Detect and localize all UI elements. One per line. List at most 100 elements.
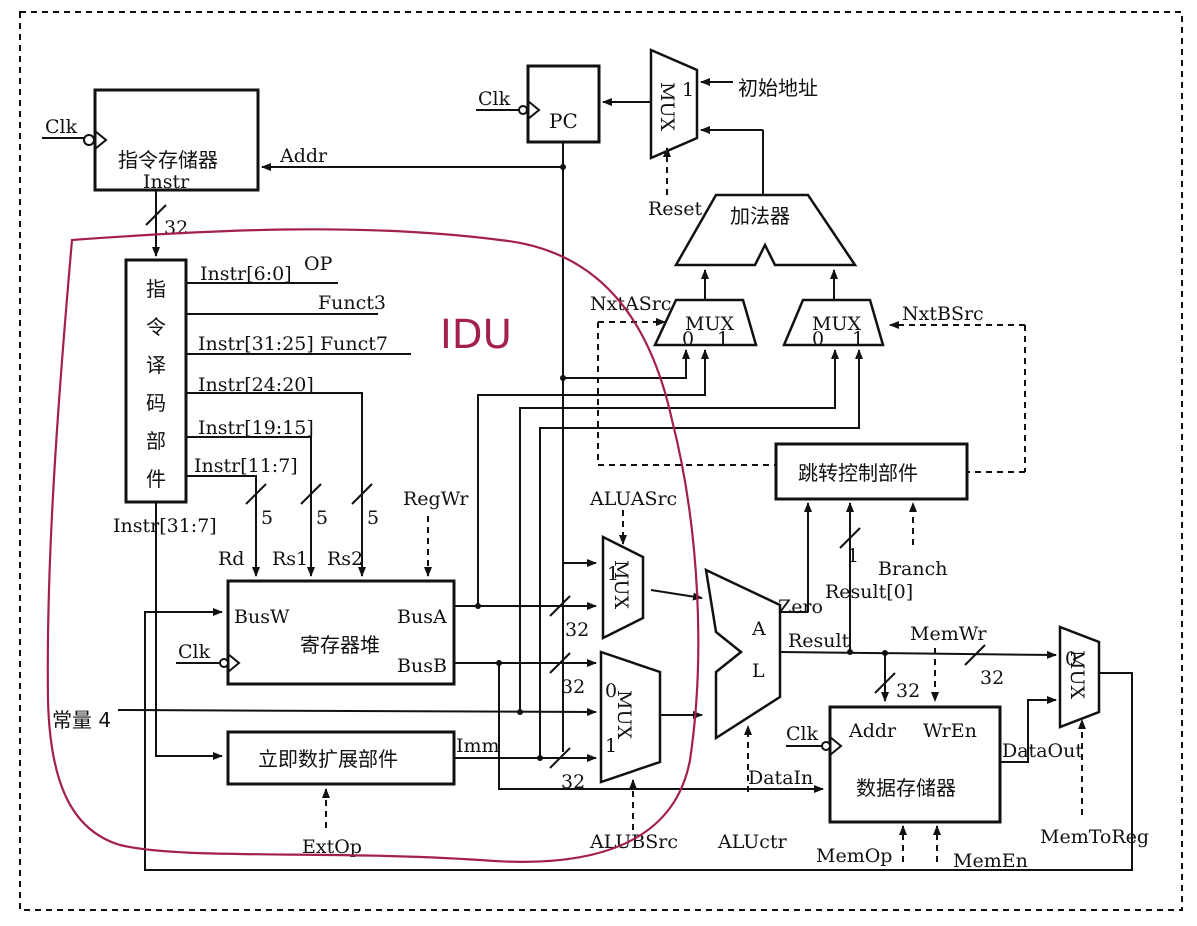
svg-text:跳转控制部件: 跳转控制部件 xyxy=(798,461,918,485)
svg-text:MUX: MUX xyxy=(685,313,734,335)
svg-text:Instr[24:20]: Instr[24:20] xyxy=(198,374,314,396)
svg-text:32: 32 xyxy=(565,619,589,641)
svg-text:指令存储器: 指令存储器 xyxy=(118,148,218,172)
svg-text:0: 0 xyxy=(682,328,694,350)
svg-text:Rs2: Rs2 xyxy=(327,548,363,570)
dataout-label: DataOut xyxy=(1002,740,1083,762)
instruction-decoder: 指 令 译 码 部 件 xyxy=(124,258,188,504)
svg-text:MUX: MUX xyxy=(1066,650,1088,699)
alubsrc-label: ALUBSrc xyxy=(589,831,678,853)
idu-label: IDU xyxy=(440,312,512,358)
dmem-clk-label: Clk xyxy=(786,723,819,745)
nxtb-mux: MUX 0 1 xyxy=(782,298,885,350)
svg-text:32: 32 xyxy=(561,771,585,793)
svg-text:1: 1 xyxy=(847,545,859,567)
svg-text:0: 0 xyxy=(605,680,617,702)
svg-text:Instr[19:15]: Instr[19:15] xyxy=(198,417,314,439)
pc-clk-label: Clk xyxy=(478,88,511,110)
svg-text:Instr[31:7]: Instr[31:7] xyxy=(113,515,217,537)
svg-text:Funct7: Funct7 xyxy=(320,333,388,355)
const4-label: 常量 4 xyxy=(52,708,111,732)
memtoreg-label: MemToReg xyxy=(1040,826,1149,848)
result-label: Result xyxy=(788,630,850,652)
svg-text:32: 32 xyxy=(980,667,1004,689)
svg-text:Rs1: Rs1 xyxy=(272,548,308,570)
memop-label: MemOp xyxy=(816,845,892,867)
svg-text:Rd: Rd xyxy=(218,548,244,570)
svg-text:件: 件 xyxy=(146,467,166,491)
writeback-mux: MUX 0 xyxy=(1058,625,1101,729)
svg-text:A: A xyxy=(751,618,766,640)
imem-addr-label: Addr xyxy=(279,145,328,167)
memwr-label: MemWr xyxy=(910,623,987,645)
svg-text:1: 1 xyxy=(682,79,694,101)
nxtbsrc-label: NxtBSrc xyxy=(902,303,984,325)
extop-label: ExtOp xyxy=(302,836,362,858)
svg-text:1: 1 xyxy=(605,735,617,757)
svg-text:OP: OP xyxy=(304,253,333,275)
idu-outline xyxy=(46,228,700,863)
jump-control-unit: 跳转控制部件 xyxy=(774,442,969,501)
pc-register: PC xyxy=(526,64,601,144)
svg-text:L: L xyxy=(752,660,765,682)
svg-text:BusA: BusA xyxy=(397,606,447,628)
datain-label: DataIn xyxy=(748,767,813,789)
adder: 加法器 xyxy=(673,193,858,267)
svg-text:数据存储器: 数据存储器 xyxy=(856,776,956,800)
svg-text:指: 指 xyxy=(146,277,166,301)
result0-label: Result[0] xyxy=(825,581,913,603)
nxta-mux: MUX 0 1 xyxy=(653,298,758,350)
reset-label: Reset xyxy=(648,198,703,220)
svg-text:0: 0 xyxy=(812,328,824,350)
nxtasrc-label: NxtASrc xyxy=(590,293,671,315)
register-file: BusW 寄存器堆 BusA BusB xyxy=(226,579,456,686)
svg-text:Addr: Addr xyxy=(848,720,897,742)
svg-text:令: 令 xyxy=(146,315,166,339)
memen-label: MemEn xyxy=(953,850,1028,872)
regfile-clk-label: Clk xyxy=(178,641,211,663)
immediate-extender: 立即数扩展部件 xyxy=(226,730,456,786)
branch-label: Branch xyxy=(878,558,948,580)
instruction-memory: 指令存储器 Instr xyxy=(93,88,260,193)
svg-text:加法器: 加法器 xyxy=(730,204,790,228)
svg-text:1: 1 xyxy=(852,328,864,350)
init-addr-label: 初始地址 xyxy=(738,76,818,100)
svg-text:寄存器堆: 寄存器堆 xyxy=(300,633,380,657)
aluctr-label: ALUctr xyxy=(717,831,788,853)
svg-text:Funct3: Funct3 xyxy=(318,292,386,314)
svg-text:部: 部 xyxy=(146,429,166,453)
outer-frame xyxy=(19,11,1183,911)
svg-text:5: 5 xyxy=(261,507,273,529)
alu: A L xyxy=(704,567,782,741)
regwr-label: RegWr xyxy=(403,488,469,510)
aluasrc-label: ALUASrc xyxy=(589,488,677,510)
svg-text:5: 5 xyxy=(367,507,379,529)
svg-text:32: 32 xyxy=(561,676,585,698)
data-memory: Addr WrEn 数据存储器 xyxy=(828,705,1002,824)
svg-text:MUX: MUX xyxy=(613,690,635,739)
svg-text:0: 0 xyxy=(1065,648,1077,670)
svg-text:码: 码 xyxy=(146,391,166,415)
svg-text:PC: PC xyxy=(549,109,578,133)
svg-text:立即数扩展部件: 立即数扩展部件 xyxy=(258,747,398,771)
alu-b-mux: MUX 0 1 xyxy=(599,650,662,784)
svg-text:32: 32 xyxy=(164,217,188,239)
svg-text:Instr[31:25]: Instr[31:25] xyxy=(198,333,314,355)
pc-mux: MUX 1 xyxy=(649,48,699,160)
svg-text:MUX: MUX xyxy=(656,82,678,131)
svg-text:WrEn: WrEn xyxy=(923,720,977,742)
imem-clk-label: Clk xyxy=(45,116,78,138)
svg-text:1: 1 xyxy=(717,328,729,350)
svg-text:Instr[6:0]: Instr[6:0] xyxy=(200,263,292,285)
svg-text:MUX: MUX xyxy=(812,313,861,335)
alu-a-mux: MUX 1 xyxy=(601,534,645,641)
svg-text:BusB: BusB xyxy=(397,655,447,677)
svg-text:BusW: BusW xyxy=(234,606,290,628)
zero-label: Zero xyxy=(778,596,823,618)
svg-text:MUX: MUX xyxy=(610,560,632,609)
svg-text:Instr: Instr xyxy=(143,171,190,193)
svg-text:Instr[11:7]: Instr[11:7] xyxy=(194,455,298,477)
svg-text:1: 1 xyxy=(607,563,619,585)
svg-text:译: 译 xyxy=(146,353,166,377)
